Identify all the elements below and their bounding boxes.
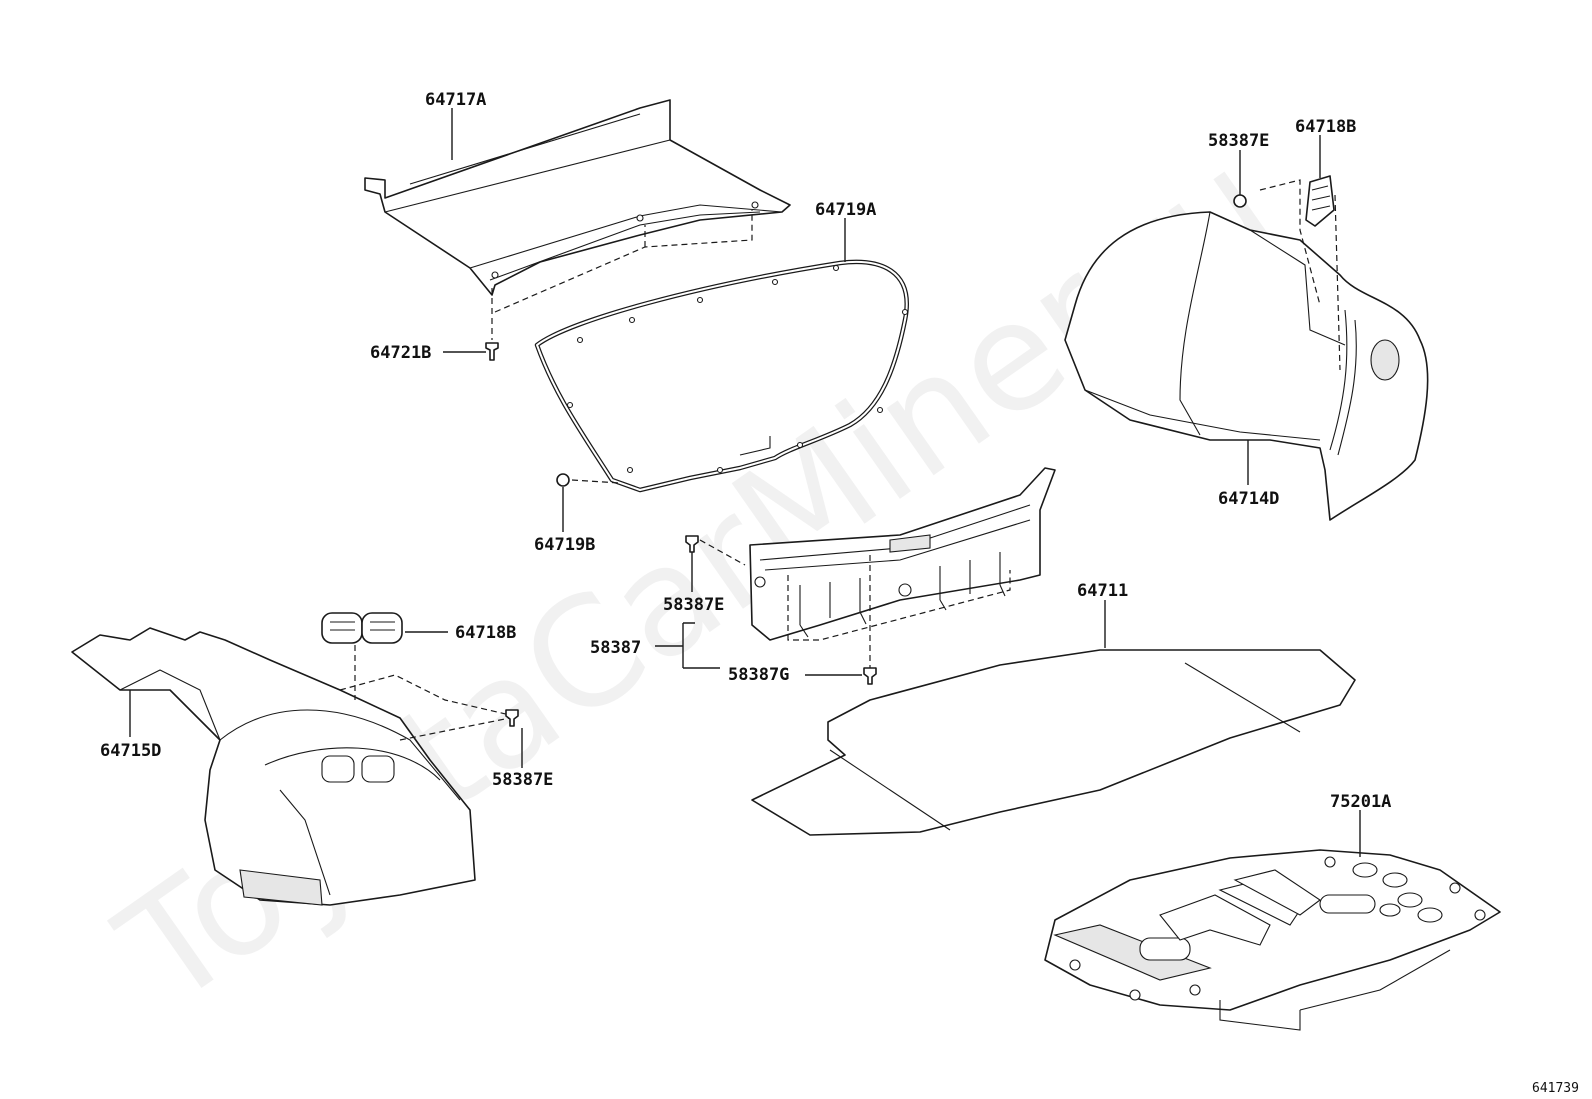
callout-58387G: 58387G xyxy=(728,665,789,685)
callout-75201A: 75201A xyxy=(1330,792,1391,812)
part-64711-floor-mat xyxy=(751,649,1356,836)
callout-58387E-low: 58387E xyxy=(492,770,553,790)
fastener-64719B xyxy=(556,473,570,487)
fastener-58387E-low xyxy=(505,709,519,727)
fastener-58387G xyxy=(863,667,877,685)
part-64718B-right-vent xyxy=(1305,175,1335,227)
part-64717A-shelf-panel xyxy=(364,99,791,296)
part-64719A-weatherstrip xyxy=(534,259,909,493)
callout-58387E-top: 58387E xyxy=(1208,131,1269,151)
callout-64718B-left: 64718B xyxy=(455,623,516,643)
part-64714D-right-side-trim xyxy=(1064,211,1429,521)
callout-64719A: 64719A xyxy=(815,200,876,220)
callout-64718B-top: 64718B xyxy=(1295,117,1356,137)
callout-64711: 64711 xyxy=(1077,581,1128,601)
fastener-58387E-mid xyxy=(685,535,699,553)
callout-64721B: 64721B xyxy=(370,343,431,363)
part-64718B-left-vent xyxy=(321,612,403,644)
leader-lines xyxy=(129,108,1361,857)
callout-64714D: 64714D xyxy=(1218,489,1279,509)
part-75201A-tire-cover xyxy=(1044,849,1501,1031)
part-64715D-left-side-trim xyxy=(71,627,476,906)
diagram-code: 641739 xyxy=(1532,1081,1579,1096)
callout-64715D: 64715D xyxy=(100,741,161,761)
fastener-58387E-top xyxy=(1233,194,1247,208)
fastener-64721B xyxy=(485,342,499,361)
callout-58387E-mid: 58387E xyxy=(663,595,724,615)
callout-64717A: 64717A xyxy=(425,90,486,110)
part-58387-scuff-plate xyxy=(749,467,1056,641)
callout-64719B: 64719B xyxy=(534,535,595,555)
callout-58387: 58387 xyxy=(590,638,641,658)
